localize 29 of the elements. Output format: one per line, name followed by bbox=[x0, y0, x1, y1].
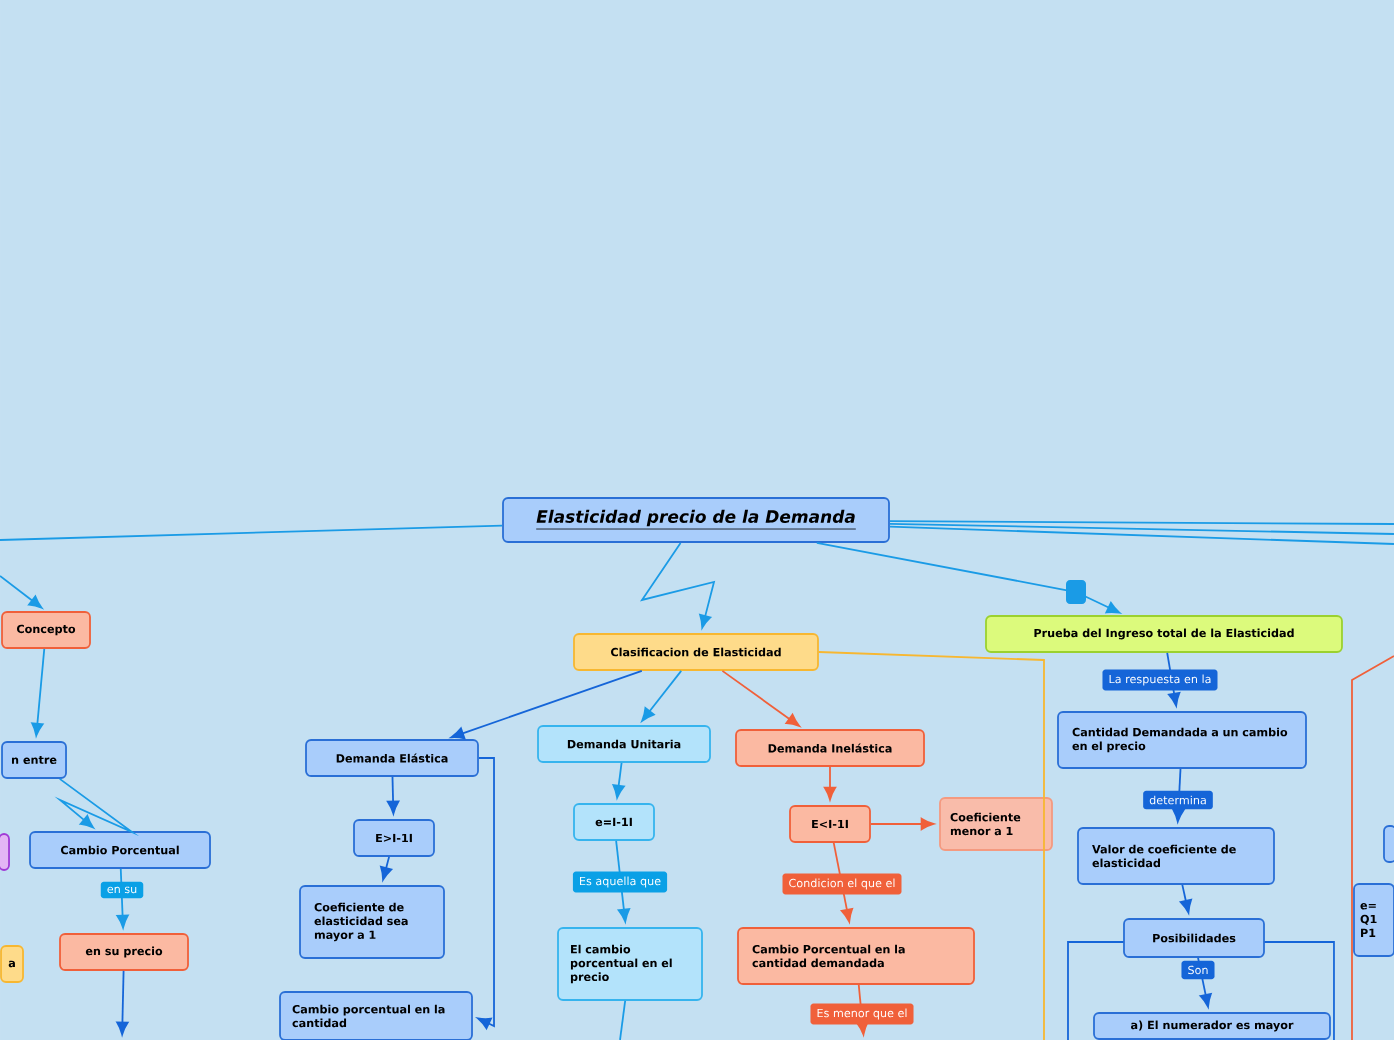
arrow bbox=[639, 542, 716, 629]
arrow bbox=[116, 970, 129, 1036]
arrow bbox=[823, 766, 837, 801]
empty-box bbox=[0, 833, 10, 871]
arrow bbox=[0, 575, 43, 609]
arrow bbox=[615, 840, 631, 923]
arrow bbox=[815, 542, 1121, 614]
arrow bbox=[612, 762, 625, 799]
arrow bbox=[1179, 884, 1192, 914]
arrow bbox=[116, 868, 129, 929]
arrow bbox=[641, 670, 683, 722]
arrow bbox=[380, 856, 393, 881]
connector-line bbox=[889, 522, 1394, 535]
arrow bbox=[870, 817, 935, 831]
connector-line bbox=[889, 525, 1394, 545]
arrow bbox=[721, 670, 800, 727]
arrow bbox=[450, 670, 643, 740]
arrow bbox=[31, 648, 46, 737]
connector-line bbox=[889, 520, 1394, 525]
connector-line bbox=[818, 651, 1045, 1040]
empty-box bbox=[1383, 825, 1394, 863]
connector-line bbox=[619, 1000, 627, 1040]
connector-line bbox=[0, 524, 503, 541]
arrow bbox=[477, 757, 495, 1030]
arrow bbox=[832, 842, 854, 923]
arrow bbox=[1197, 957, 1212, 1008]
arrow bbox=[386, 776, 400, 815]
topic-box: Elasticidad precio de la Demanda bbox=[502, 497, 890, 543]
arrow bbox=[54, 778, 140, 837]
